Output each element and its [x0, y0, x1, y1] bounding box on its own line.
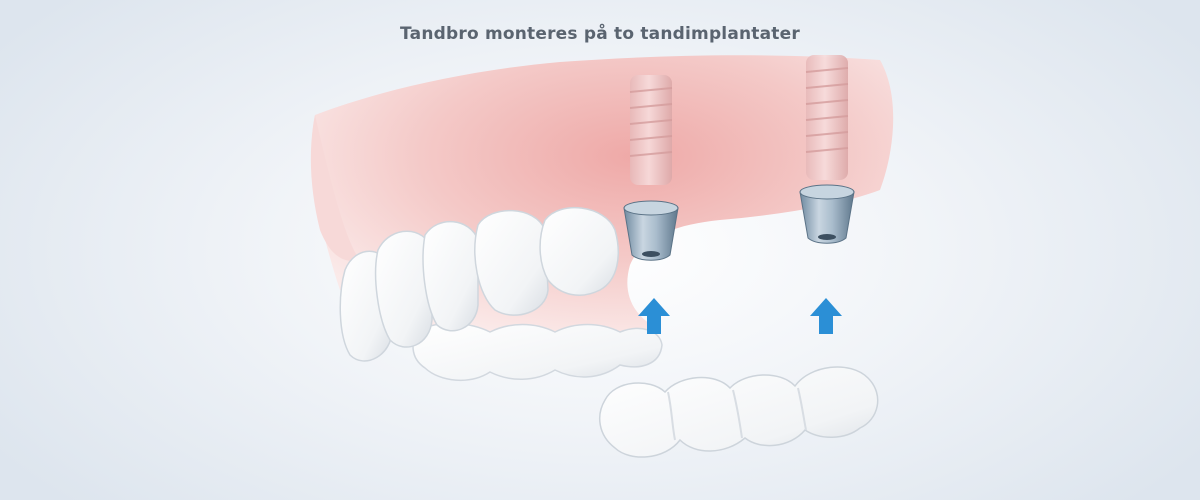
dental-bridge [598, 366, 879, 458]
upper-teeth [339, 206, 619, 362]
lower-teeth [412, 322, 663, 382]
arrow-up-icon [810, 298, 842, 334]
implant-right [799, 55, 855, 244]
implant-left [623, 75, 679, 261]
arrow-up-icon [638, 298, 670, 334]
diagram-title: Tandbro monteres på to tandimplantater [400, 24, 800, 44]
